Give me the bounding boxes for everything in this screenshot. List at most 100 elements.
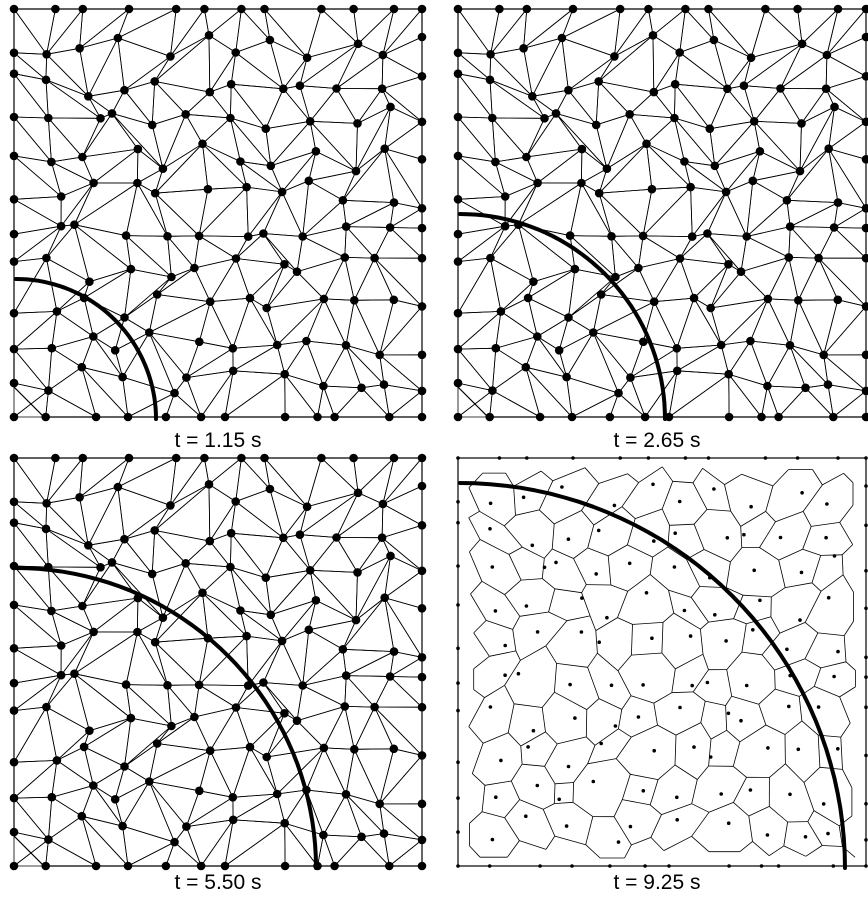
voronoi-edge bbox=[573, 763, 588, 783]
mesh-node bbox=[795, 166, 805, 176]
mesh-triangle bbox=[125, 181, 169, 237]
mesh-node bbox=[9, 827, 19, 837]
voronoi-edge bbox=[700, 629, 704, 655]
mesh-node bbox=[626, 373, 635, 382]
mesh-node bbox=[78, 4, 88, 14]
voronoi-edge bbox=[845, 661, 856, 671]
mesh-triangle bbox=[173, 376, 202, 418]
mesh-node bbox=[823, 380, 833, 389]
mesh-triangle bbox=[296, 684, 346, 722]
mesh-node bbox=[377, 533, 387, 542]
mesh-triangle bbox=[13, 456, 48, 504]
mesh-node bbox=[785, 341, 795, 350]
mesh-node bbox=[261, 124, 271, 133]
voronoi-site bbox=[864, 484, 868, 488]
mesh-node bbox=[577, 144, 587, 154]
mesh-node bbox=[78, 601, 87, 611]
voronoi-site bbox=[692, 745, 696, 749]
mesh-node bbox=[204, 31, 214, 40]
mesh-triangle bbox=[284, 822, 319, 867]
mesh-node bbox=[9, 195, 19, 204]
voronoi-edge bbox=[778, 560, 786, 588]
voronoi-edge bbox=[586, 736, 596, 746]
voronoi-edge bbox=[554, 691, 587, 710]
mesh-node bbox=[91, 861, 101, 871]
mesh-node bbox=[861, 72, 868, 81]
voronoi-edge bbox=[653, 692, 673, 704]
mesh-triangle bbox=[383, 833, 423, 867]
mesh-triangle bbox=[298, 43, 359, 89]
mesh-triangle bbox=[13, 198, 63, 235]
mesh-node bbox=[486, 50, 495, 59]
mesh-triangle bbox=[345, 226, 391, 259]
voronoi-edge bbox=[504, 799, 520, 818]
mesh-node bbox=[295, 81, 305, 90]
voronoi-edge bbox=[508, 554, 522, 581]
voronoi-edge bbox=[691, 836, 710, 852]
voronoi-site bbox=[570, 864, 574, 868]
mesh-node bbox=[9, 308, 19, 318]
mesh-triangle bbox=[642, 186, 693, 238]
mesh-node bbox=[378, 50, 388, 60]
mesh-triangle bbox=[786, 199, 840, 228]
mesh-node bbox=[317, 4, 326, 14]
mesh-triangle bbox=[262, 639, 304, 686]
voronoi-edge bbox=[840, 722, 851, 738]
mesh-triangle bbox=[153, 80, 211, 115]
mesh-node bbox=[417, 350, 427, 360]
mesh-edges bbox=[12, 456, 424, 868]
mesh-node bbox=[107, 109, 117, 118]
voronoi-edge bbox=[663, 835, 692, 851]
voronoi-site bbox=[705, 680, 710, 685]
voronoi-site bbox=[724, 639, 728, 643]
voronoi-site bbox=[688, 634, 693, 638]
voronoi-site bbox=[560, 485, 564, 489]
voronoi-edge bbox=[581, 510, 595, 526]
voronoi-site bbox=[713, 613, 717, 617]
mesh-node bbox=[280, 861, 290, 871]
mesh-triangle bbox=[201, 566, 241, 612]
mesh-node bbox=[615, 4, 625, 14]
mesh-triangle bbox=[667, 373, 730, 418]
mesh-nodes bbox=[9, 453, 427, 871]
voronoi-edge bbox=[469, 551, 483, 582]
mesh-triangle bbox=[13, 51, 48, 81]
mesh-triangle bbox=[457, 382, 494, 418]
mesh-node bbox=[126, 264, 136, 274]
voronoi-edge bbox=[811, 522, 840, 527]
mesh-triangle bbox=[173, 825, 202, 867]
mesh-node bbox=[152, 739, 162, 748]
mesh-node bbox=[341, 341, 351, 350]
voronoi-edge bbox=[556, 663, 588, 668]
voronoi-edge bbox=[785, 763, 805, 783]
mesh-node bbox=[639, 337, 648, 347]
mesh-triangle bbox=[606, 113, 648, 170]
mesh-triangle bbox=[184, 562, 232, 594]
voronoi-edge bbox=[468, 472, 483, 488]
propagating-front bbox=[458, 212, 667, 421]
mesh-triangle bbox=[45, 672, 91, 732]
mesh-node bbox=[564, 313, 573, 322]
mesh-node bbox=[495, 4, 504, 14]
mesh-node bbox=[861, 386, 868, 396]
mesh-node bbox=[338, 196, 348, 205]
mesh-triangle bbox=[265, 569, 312, 616]
mesh-triangle bbox=[788, 256, 820, 302]
mesh-node bbox=[353, 488, 363, 498]
mesh-node bbox=[829, 412, 838, 422]
mesh-triangle bbox=[230, 500, 285, 539]
mesh-triangle bbox=[45, 47, 89, 98]
voronoi-edge bbox=[784, 720, 803, 735]
voronoi-edge bbox=[545, 835, 556, 850]
voronoi-edge bbox=[542, 578, 556, 590]
mesh-triangle bbox=[384, 106, 423, 150]
mesh-node bbox=[70, 669, 79, 678]
mesh-node bbox=[194, 680, 204, 690]
voronoi-edge bbox=[843, 635, 847, 662]
voronoi-edge bbox=[748, 815, 753, 842]
mesh-node bbox=[96, 114, 105, 123]
mesh-node bbox=[317, 453, 326, 463]
mesh-node bbox=[89, 332, 98, 341]
mesh-triangle bbox=[714, 150, 762, 193]
voronoi-edge bbox=[635, 508, 663, 519]
